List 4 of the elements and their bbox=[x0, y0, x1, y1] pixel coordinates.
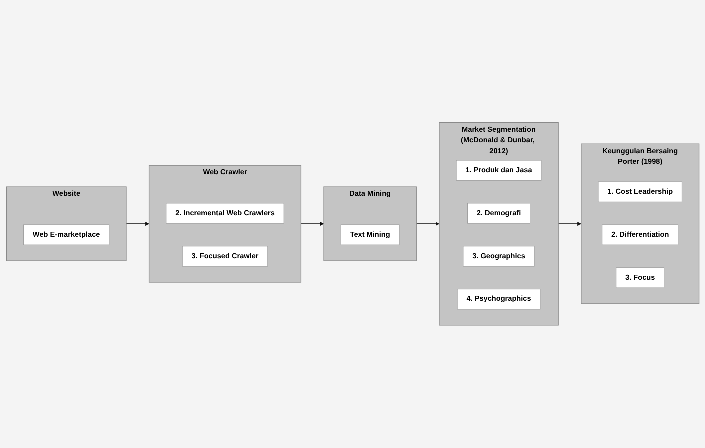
arrow bbox=[300, 222, 324, 226]
arrow bbox=[416, 222, 440, 226]
arrow bbox=[558, 222, 582, 226]
arrow bbox=[126, 222, 149, 226]
